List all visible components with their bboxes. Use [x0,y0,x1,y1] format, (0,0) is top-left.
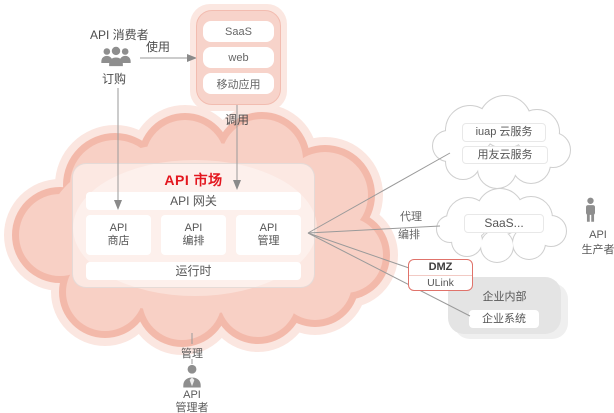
module-api-management: API 管理 [236,215,301,255]
module-api-store: API 商店 [86,215,151,255]
orchestrate-label: 编排 [398,229,420,241]
apps-stack: SaaS web 移动应用 [196,10,281,105]
market-modules: API 商店 API 编排 API 管理 [86,215,301,255]
link-line-iuap [307,152,451,234]
app-mobile: 移动应用 [203,73,274,94]
subscribe-arrowhead [114,200,122,210]
module-label: 编排 [182,235,205,247]
runtime-bar: 运行时 [86,262,301,280]
proxy-label: 代理 [400,211,422,223]
manager-label-line2: 管理者 [175,402,209,413]
dmz-box: DMZ ULink [408,259,473,291]
enterprise-title: 企业内部 [482,291,527,303]
app-saas: SaaS [203,21,274,42]
link-line-saas [307,225,441,234]
saas-cloud-box: SaaS... [464,214,544,233]
enterprise-system-box: 企业系统 [469,310,539,328]
dmz-ulink-label: ULink [409,275,472,290]
market-panel: API 市场 API 网关 API 商店 API 编排 API 管理 运行时 [72,163,315,288]
manage-label: 管理 [181,348,203,360]
market-title: API 市场 [164,172,223,188]
producer-label-line1: API [589,229,607,241]
subscribe-label: 订购 [102,72,127,86]
use-arrowhead [187,54,197,62]
module-label: API [259,222,278,234]
link-line-enterprise [307,232,471,317]
producer-icon [583,197,598,229]
module-label: API [184,222,203,234]
app-web: web [203,47,274,68]
gateway-bar: API 网关 [86,192,301,210]
consumer-group-icon [99,46,133,73]
link-line-dmz [307,232,410,269]
module-label: API [109,222,128,234]
module-api-orchestration: API 编排 [161,215,226,255]
module-label: 管理 [257,235,280,247]
yonyou-cloud-service-box: 用友云服务 [462,146,548,164]
producer-label-line2: 生产者 [581,244,614,256]
manager-label-line1: API [183,389,201,401]
consumer-label: API 消费者 [90,28,149,42]
dmz-title: DMZ [428,261,453,273]
call-arrowhead [233,180,241,190]
iuap-cloud-service-box: iuap 云服务 [462,123,546,142]
enterprise-panel: 企业内部 企业系统 [448,277,561,334]
module-label: 商店 [107,235,130,247]
use-label: 使用 [146,40,171,54]
manager-icon [181,364,203,393]
